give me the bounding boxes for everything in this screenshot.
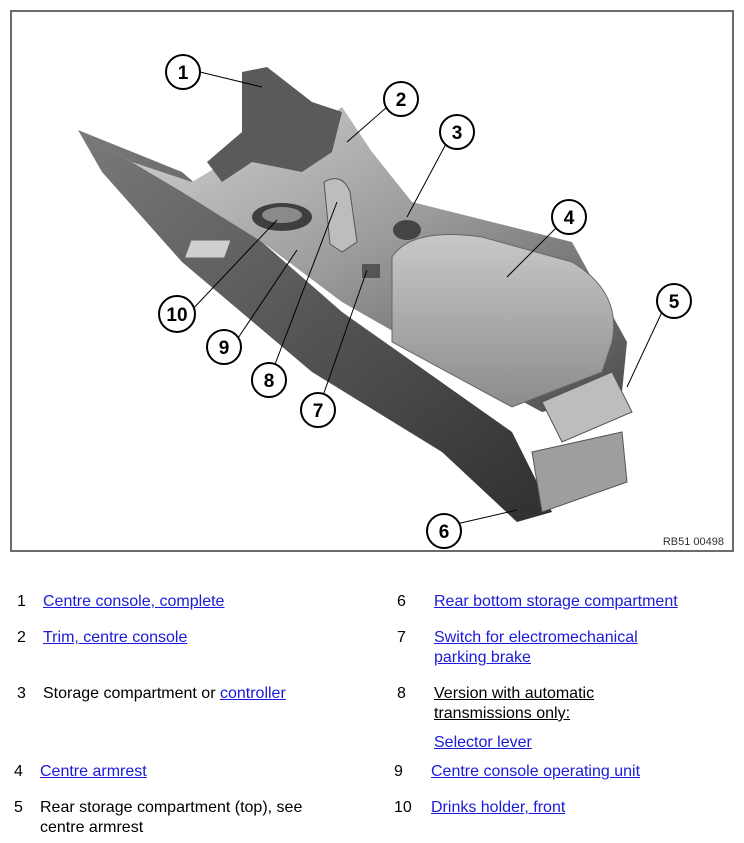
operating-unit	[183, 239, 232, 259]
figure-code: RB51 00498	[662, 536, 724, 548]
legend-link-drinks-holder[interactable]: Drinks holder, front	[431, 799, 566, 816]
callout-6: 6	[426, 513, 462, 549]
rear-bottom-compartment	[531, 431, 628, 513]
legend-link-controller[interactable]: controller	[219, 685, 286, 702]
legend-num-9: 9	[394, 763, 403, 780]
armrest	[391, 234, 615, 408]
svg-text:2: 2	[396, 90, 407, 111]
legend-num-3: 3	[17, 685, 26, 702]
callout-leader-lines	[189, 71, 663, 526]
controller	[393, 220, 421, 240]
callouts: 1 2 3 4 5 6 7 8 9 10	[158, 54, 692, 549]
callout-4: 4	[551, 199, 587, 235]
legend-text-storage-compartment: Storage compartment or	[43, 685, 220, 702]
legend-link-centre-armrest[interactable]: Centre armrest	[40, 763, 147, 780]
selector-lever	[323, 178, 358, 253]
legend-text-automatic-version-line2: transmissions only:	[434, 705, 571, 722]
legend-num-2: 2	[17, 629, 26, 646]
callout-8: 8	[251, 362, 287, 398]
legend-num-6: 6	[397, 593, 406, 610]
legend-item-3: Storage compartment or controller	[43, 684, 286, 704]
svg-text:8: 8	[264, 371, 275, 392]
svg-text:3: 3	[452, 123, 463, 144]
diagram-figure: 1 2 3 4 5 6 7 8 9 10 RB51 00498	[10, 10, 734, 552]
legend-link-trim-centre-console[interactable]: Trim, centre console	[43, 629, 188, 646]
legend-text-rear-storage-top-line1: Rear storage compartment (top), see	[40, 799, 303, 816]
legend-text-automatic-version-line1: Version with automatic	[434, 685, 595, 702]
svg-text:6: 6	[439, 522, 450, 543]
legend-num-4: 4	[14, 763, 23, 780]
callout-2: 2	[383, 81, 419, 117]
svg-text:7: 7	[313, 401, 324, 422]
svg-text:9: 9	[219, 338, 230, 359]
callout-9: 9	[206, 329, 242, 365]
callout-5: 5	[656, 283, 692, 319]
svg-text:10: 10	[166, 305, 187, 326]
svg-text:4: 4	[564, 208, 575, 229]
legend-num-5: 5	[14, 799, 23, 816]
centre-console-illustration: 1 2 3 4 5 6 7 8 9 10	[78, 54, 692, 549]
svg-text:1: 1	[178, 63, 189, 84]
legend-num-7: 7	[397, 629, 406, 646]
legend-link-parking-brake-switch-line1[interactable]: Switch for electromechanical	[434, 629, 638, 646]
legend-link-parking-brake-switch-line2[interactable]: parking brake	[434, 649, 531, 666]
svg-text:5: 5	[669, 292, 680, 313]
rear-top-compartment	[541, 371, 633, 443]
legend-link-rear-bottom-storage[interactable]: Rear bottom storage compartment	[434, 593, 678, 610]
legend-text-rear-storage-top-line2: centre armrest	[40, 819, 144, 836]
console-side-panel	[78, 130, 552, 522]
callout-3: 3	[439, 114, 475, 150]
callout-1: 1	[165, 54, 201, 90]
legend-num-10: 10	[394, 799, 412, 816]
legend-num-8: 8	[397, 685, 406, 702]
parking-brake-switch	[362, 264, 380, 278]
legend-link-centre-console-complete[interactable]: Centre console, complete	[43, 593, 225, 610]
callout-7: 7	[300, 392, 336, 428]
callout-10: 10	[158, 295, 196, 333]
legend-link-selector-lever[interactable]: Selector lever	[434, 734, 532, 751]
front-trim	[207, 67, 342, 182]
legend-link-operating-unit[interactable]: Centre console operating unit	[431, 763, 641, 780]
legend-num-1: 1	[17, 593, 26, 610]
